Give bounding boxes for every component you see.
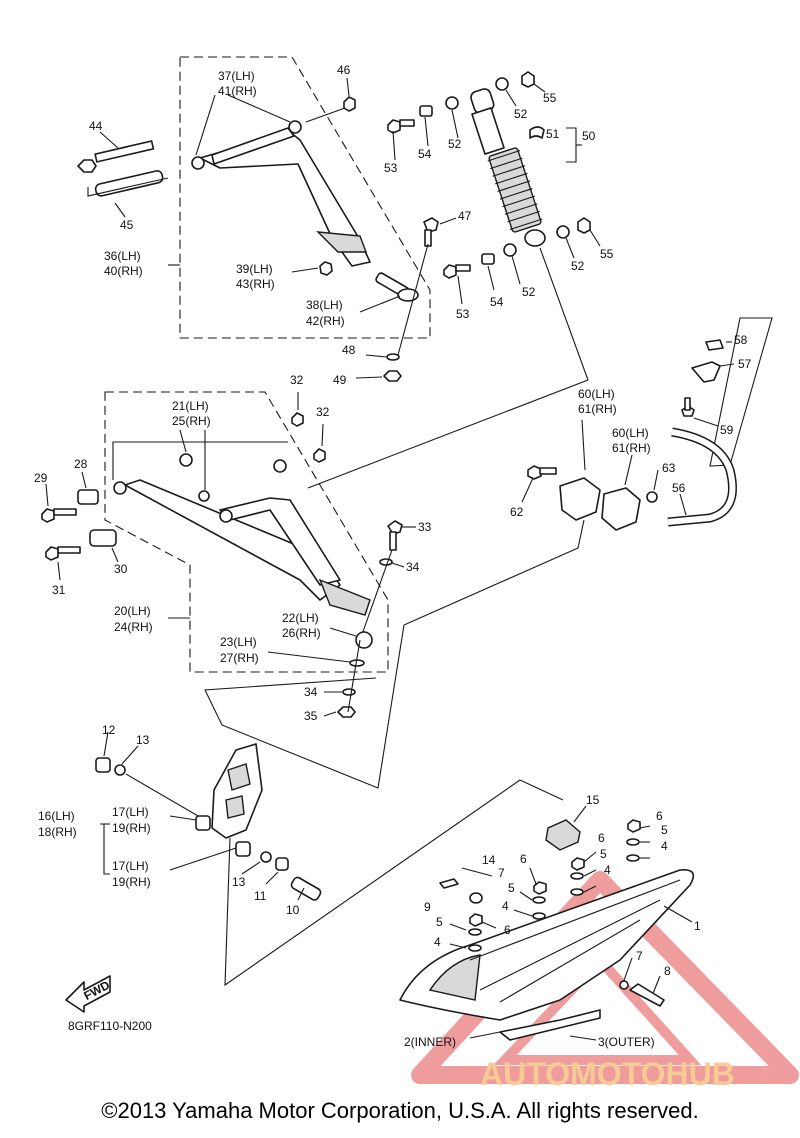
callout-34b: 34	[304, 685, 318, 699]
callout-39lh: 39(LH)	[236, 262, 273, 276]
callout-53b: 53	[456, 307, 470, 321]
callout-21lh: 21(LH)	[172, 399, 209, 413]
callout-12: 12	[102, 723, 116, 737]
callout-14: 14	[482, 853, 496, 867]
callout-55b: 55	[600, 247, 614, 261]
callout-7a: 7	[498, 866, 505, 880]
callout-47: 47	[458, 209, 472, 223]
callout-1: 1	[694, 919, 701, 933]
callout-5a: 5	[661, 823, 668, 837]
callout-26rh: 26(RH)	[282, 626, 321, 640]
callout-59: 59	[720, 423, 734, 437]
callout-36lh: 36(LH)	[104, 249, 141, 263]
callout-19rha: 19(RH)	[112, 821, 151, 835]
callout-58: 58	[734, 333, 748, 347]
long-bolt-44	[77, 140, 155, 173]
callout-34a: 34	[406, 560, 420, 574]
callout-25rh: 25(RH)	[172, 414, 211, 428]
callout-7b: 7	[636, 949, 643, 963]
callout-60lhb: 60(LH)	[612, 426, 649, 440]
callout-52a: 52	[448, 137, 462, 151]
callout-55a: 55	[543, 91, 557, 105]
callout-45: 45	[120, 218, 134, 232]
callout-40rh: 40(RH)	[104, 264, 143, 278]
callout-54b: 54	[490, 295, 504, 309]
callout-9: 9	[424, 900, 431, 914]
callout-5c: 5	[508, 881, 515, 895]
copyright-notice: ©2013 Yamaha Motor Corporation, U.S.A. A…	[101, 1098, 699, 1123]
callout-61rha: 61(RH)	[578, 402, 617, 416]
callout-13b: 13	[232, 875, 246, 889]
diagram-code: 8GRF110-N200	[68, 1019, 152, 1033]
callout-49: 49	[333, 373, 347, 387]
callout-17lhb: 17(LH)	[112, 859, 149, 873]
callout-5d: 5	[436, 915, 443, 929]
callout-11: 11	[254, 889, 267, 903]
callout-33: 33	[418, 520, 432, 534]
callout-3outer: 3(OUTER)	[598, 1035, 655, 1049]
callout-56: 56	[672, 481, 686, 495]
callout-19rhb: 19(RH)	[112, 875, 151, 889]
callout-48: 48	[342, 343, 356, 357]
callout-50: 50	[582, 129, 596, 143]
callout-24rh: 24(RH)	[114, 620, 153, 634]
callout-6d: 6	[504, 923, 511, 937]
callout-20lh: 20(LH)	[114, 604, 151, 618]
callout-37lh: 37(LH)	[218, 69, 255, 83]
callout-60lha: 60(LH)	[578, 387, 615, 401]
callout-15: 15	[586, 793, 600, 807]
callout-4c: 4	[502, 899, 509, 913]
callout-52d: 52	[522, 285, 536, 299]
callout-6b: 6	[598, 831, 605, 845]
callout-30: 30	[114, 562, 128, 576]
callout-29: 29	[34, 471, 48, 485]
callout-4d: 4	[434, 935, 441, 949]
callout-31: 31	[52, 583, 66, 597]
callout-32b: 32	[316, 405, 330, 419]
callout-4a: 4	[661, 839, 668, 853]
fwd-arrow-icon: FWD	[65, 975, 112, 1013]
spindle-group	[95, 624, 564, 987]
callout-8: 8	[664, 964, 671, 978]
callout-51: 51	[546, 127, 560, 141]
callout-44: 44	[89, 119, 103, 133]
callout-5b: 5	[600, 847, 607, 861]
callout-13a: 13	[136, 733, 150, 747]
upper-arm-group	[77, 56, 457, 382]
callout-35: 35	[304, 709, 318, 723]
callout-43rh: 43(RH)	[236, 277, 275, 291]
callout-52c: 52	[571, 259, 585, 273]
callout-42rh: 42(RH)	[306, 314, 345, 328]
watermark-text: AUTOMOTOHUB	[480, 1056, 735, 1092]
callout-63: 63	[662, 461, 676, 475]
callout-46: 46	[337, 63, 351, 77]
callout-6c: 6	[520, 852, 527, 866]
callout-62: 62	[510, 505, 524, 519]
callout-57: 57	[738, 357, 752, 371]
callout-61rhb: 61(RH)	[612, 441, 651, 455]
callout-41rh: 41(RH)	[218, 84, 257, 98]
callout-17lha: 17(LH)	[112, 805, 149, 819]
shock-absorber	[387, 71, 601, 381]
callout-labels: 44454637(LH)41(RH)36(LH)40(RH)39(LH)43(R…	[34, 63, 752, 1049]
callout-18rh: 18(RH)	[38, 825, 77, 839]
callout-6a: 6	[656, 809, 663, 823]
callout-28: 28	[74, 457, 88, 471]
callout-16lh: 16(LH)	[38, 809, 75, 823]
callout-53a: 53	[384, 161, 398, 175]
callout-54a: 54	[418, 147, 432, 161]
bracket-group	[307, 317, 773, 626]
callout-52b: 52	[514, 107, 528, 121]
callout-38lh: 38(LH)	[306, 298, 343, 312]
callout-27rh: 27(RH)	[220, 651, 259, 665]
callout-32a: 32	[290, 373, 304, 387]
callout-4b: 4	[604, 863, 611, 877]
ski-group	[399, 805, 695, 1041]
lower-arm-group	[41, 391, 416, 718]
callout-23lh: 23(LH)	[220, 635, 257, 649]
callout-2inner: 2(INNER)	[404, 1035, 456, 1049]
callout-10: 10	[286, 903, 300, 917]
callout-22lh: 22(LH)	[282, 611, 319, 625]
